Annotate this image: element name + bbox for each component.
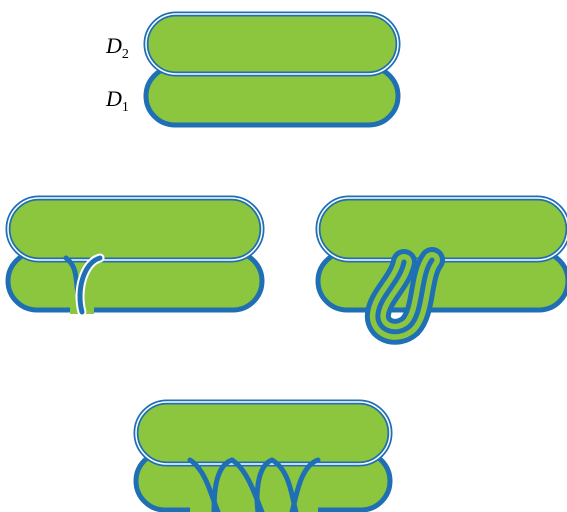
twist-strand-d	[254, 457, 275, 512]
loop-band-inner-edge	[375, 257, 435, 335]
crossing-strand-over	[77, 255, 103, 315]
label-d2: D2	[105, 33, 129, 62]
top-disk	[133, 399, 393, 467]
top-disk	[315, 195, 567, 263]
top-disk	[5, 195, 265, 263]
twist-strand-b	[211, 457, 235, 512]
twist-strand-f	[289, 457, 321, 512]
panel-single-crossing	[5, 195, 265, 317]
panel-multiple-crossings	[133, 399, 393, 512]
panel-looped-band	[315, 195, 567, 345]
disk-d2	[143, 11, 401, 77]
panel-stacked-disks: D2 D1	[105, 11, 401, 128]
twist-strand-c	[229, 457, 265, 512]
disk-d2-white-halo	[145, 13, 399, 75]
label-d1: D1	[105, 86, 129, 115]
top-disk-white-halo	[7, 197, 263, 261]
